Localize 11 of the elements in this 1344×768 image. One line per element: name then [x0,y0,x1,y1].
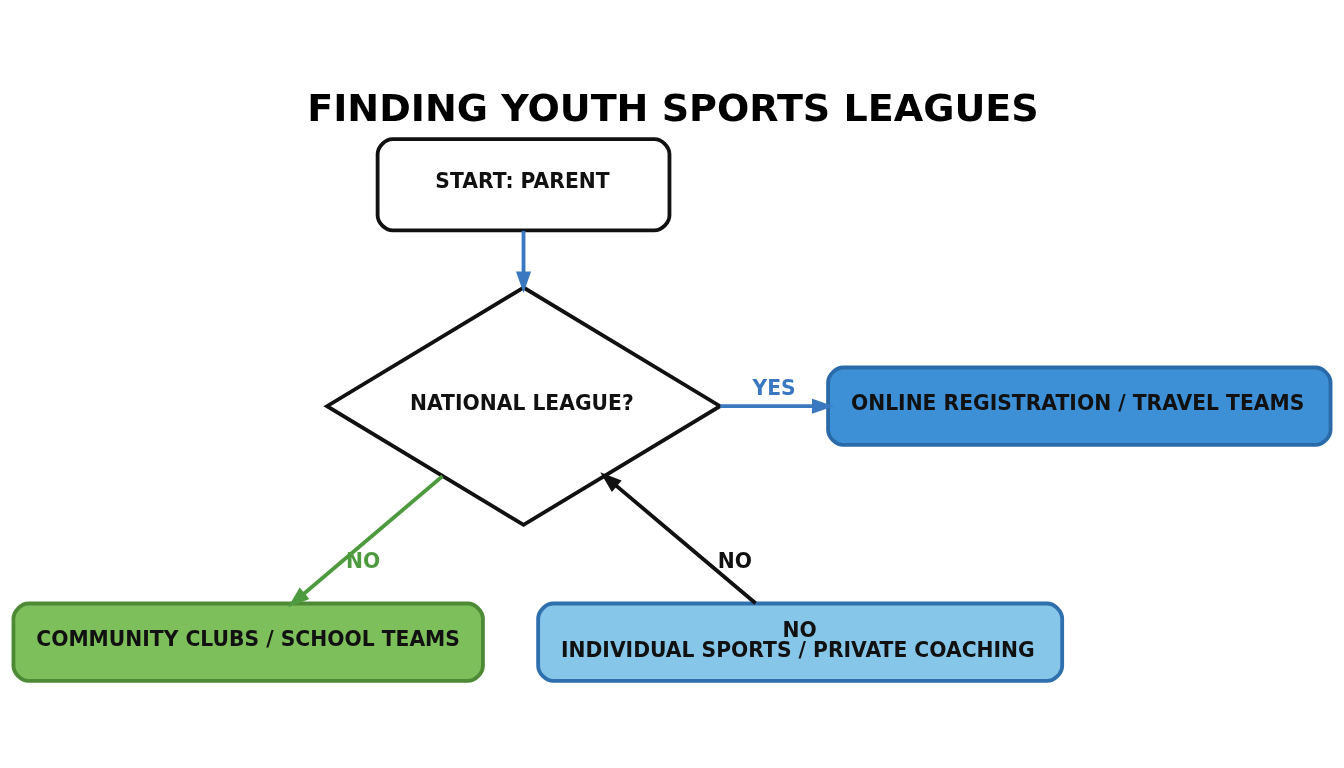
node-box: NO INDIVIDUAL SPORTS / PRIVATE COACHING [536,601,1065,683]
node-box: COMMUNITY CLUBS / SCHOOL TEAMS [11,601,485,683]
node-box: START: PARENT [375,137,672,233]
arrow [600,472,757,605]
edge-label: NO [717,548,752,573]
arrow [288,474,444,608]
node-box: ONLINE REGISTRATION / TRAVEL TEAMS [826,365,1333,447]
edge-label: YES [752,375,796,400]
diagram-title: FINDING YOUTH SPORTS LEAGUES [307,86,1039,131]
arrow [515,230,532,294]
arrow [720,398,834,414]
